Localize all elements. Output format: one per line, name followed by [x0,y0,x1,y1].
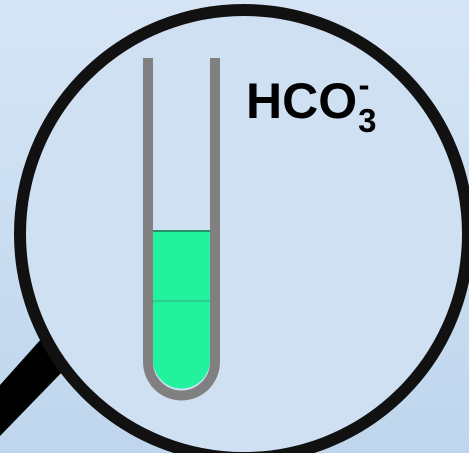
formula-base: HCO [246,73,358,129]
magnifier-handle [0,338,66,436]
chemical-formula: HCO3- [246,68,376,137]
test-tube-icon [143,58,220,401]
magnifying-glass-icon [14,4,469,453]
tube-solution [153,231,210,389]
magnifier-lens [14,4,469,453]
formula-superscript: - [358,66,370,103]
tube-wall [143,58,220,401]
formula-subscript: 3 [358,102,377,139]
